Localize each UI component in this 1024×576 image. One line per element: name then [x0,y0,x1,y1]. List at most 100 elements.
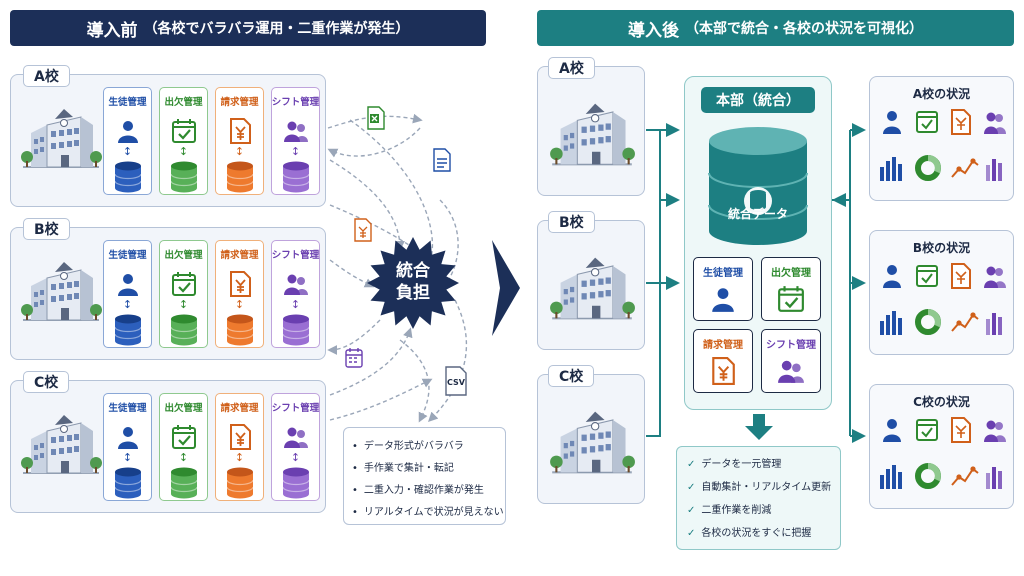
school-name: B校 [548,211,595,233]
sync-arrow-icon: ↕ [234,451,245,464]
billing-management-module: 請求管理 ↕ [215,240,264,348]
status-title: B校の状況 [912,241,971,255]
line-chart-icon [951,312,979,332]
after-school-card: C校 [537,365,645,504]
sync-arrow-icon: ↕ [178,298,189,311]
sync-arrow-icon: ↕ [234,145,245,158]
module-label: 請求管理 [220,97,259,108]
school-building-icon [550,103,635,166]
benefits-list: データを一元管理 自動集計・リアルタイム更新 二重作業を削減 各校の状況をすぐに… [676,446,841,550]
student-management-module: 生徒管理 ↕ [103,87,152,195]
school-name: C校 [548,365,595,387]
database-icon [281,161,310,193]
school-building-icon [21,262,102,321]
after-banner: 導入後 （本部で統合・各校の状況を可視化） [537,10,1014,46]
status-title: A校の状況 [912,87,971,101]
school-name: B校 [23,218,70,240]
burden-label-line1: 統合 [396,261,430,281]
billing-management-module: 請求管理 ↕ [215,87,264,195]
donut-chart-icon [915,309,941,335]
shift-management-module: シフト管理 ↕ [271,87,320,195]
billing-management-module: 請求管理 ↕ [215,393,264,501]
benefit-item: データを一元管理 [687,453,830,476]
attendance-management-module: 出欠管理 ↕ [159,393,208,501]
excel-file-icon [367,106,385,130]
sync-arrow-icon: ↕ [290,298,301,311]
module-label: 出欠管理 [164,97,203,108]
module-label: 生徒管理 [108,97,147,108]
calendar-check-icon [171,425,196,449]
hq-db-label: 統合データ [727,207,788,221]
line-chart-icon [951,158,979,178]
school-name: A校 [548,57,595,79]
before-banner: 導入前 （各校でバラバラ運用・二重作業が発生） [10,10,486,46]
module-label: シフト管理 [766,340,816,351]
module-label: 生徒管理 [108,250,147,261]
line-chart-icon [951,466,979,486]
before-school-row: B校 生徒管理 ↕ 出欠管理 ↕ 請求管理 ↕ シフト管理 ↕ [10,218,326,360]
database-icon [113,467,142,499]
burden-starburst-icon [367,237,459,329]
school-name: A校 [23,65,70,87]
student-management-module: 生徒管理 ↕ [103,393,152,501]
status-icons [883,263,1006,289]
sync-arrow-icon: ↕ [290,451,301,464]
before-subtitle: （各校でバラバラ運用・二重作業が発生） [143,21,410,37]
database-icon [169,467,198,499]
people-icon [283,121,308,142]
database-icon [169,161,198,193]
problems-list: データ形式がバラバラ 手作業で集計・転記 二重入力・確認作業が発生 リアルタイム… [343,427,506,525]
problem-item: データ形式がバラバラ [352,436,497,458]
status-charts [880,309,1002,335]
hq-title: 本部（統合） [701,87,815,113]
calendar-check-icon [778,286,804,312]
after-subtitle: （本部で統合・各校の状況を可視化） [685,21,923,37]
calendar-file-icon [345,348,363,368]
attendance-management-module: 出欠管理 ↕ [159,87,208,195]
status-icons [883,417,1006,443]
csv-label: CSV [447,378,465,387]
database-icon [225,161,254,193]
sync-arrow-icon: ↕ [122,145,133,158]
school-building-icon [550,411,635,474]
database-icon [113,314,142,346]
status-icons [883,109,1006,135]
status-charts [880,463,1002,489]
hq-shift-management-module: シフト管理 [761,329,821,393]
hq-billing-management-module: 請求管理 [693,329,753,393]
module-label: 出欠管理 [164,403,203,414]
database-icon [225,314,254,346]
school-name: C校 [23,371,70,393]
hq-student-management-module: 生徒管理 [693,257,753,321]
bar-chart-icon [986,467,1002,489]
status-charts [880,155,1002,181]
people-icon [283,427,308,448]
burden-label: 統合 負担 [366,260,460,304]
benefit-item: 二重作業を削減 [687,499,830,522]
benefit-item: 自動集計・リアルタイム更新 [687,476,831,499]
csv-file-icon [445,366,467,396]
database-icon [281,467,310,499]
problem-item: 二重入力・確認作業が発生 [352,480,497,502]
document-icon [433,148,451,172]
yen-document-icon [229,271,251,297]
shift-management-module: シフト管理 ↕ [271,240,320,348]
hq-panel: 本部（統合） 統合データ 生徒管理出欠管理請求管理シフト管理 [684,76,832,410]
school-status-panel: A校の状況 [869,76,1014,201]
module-label: シフト管理 [271,403,320,414]
person-icon [117,274,138,296]
bar-chart-icon [986,313,1002,335]
sync-arrow-icon: ↕ [234,298,245,311]
before-school-row: C校 生徒管理 ↕ 出欠管理 ↕ 請求管理 ↕ シフト管理 ↕ [10,371,326,513]
bar-chart-icon [880,465,902,489]
bar-chart-icon [986,159,1002,181]
database-icon [708,127,808,245]
module-label: 出欠管理 [164,250,203,261]
status-title: C校の状況 [913,395,970,409]
database-icon [281,314,310,346]
after-school-card: B校 [537,211,645,350]
before-school-row: A校 生徒管理 ↕ 出欠管理 ↕ 請求管理 ↕ シフト管理 ↕ [10,65,326,207]
after-title: 導入後 [628,20,679,41]
school-building-icon [21,109,102,168]
people-icon [283,274,308,295]
